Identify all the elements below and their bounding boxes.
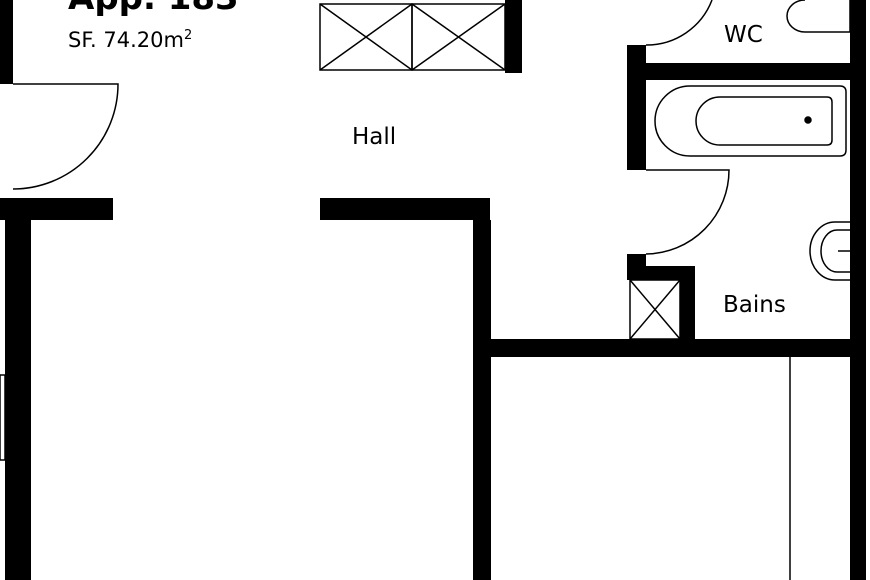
wall-bath-bottom: [491, 339, 865, 357]
wall-hall-right: [320, 198, 490, 220]
room-label-bains: Bains: [723, 292, 786, 318]
wall-left-room: [5, 220, 31, 580]
wall-right: [850, 0, 866, 580]
wall-shaft-top: [627, 266, 695, 280]
wall-wc-left: [627, 45, 646, 170]
door-wc: [645, 0, 713, 46]
shaft: [629, 279, 681, 340]
wall-wc-bath: [646, 63, 850, 80]
area-unit-sup: 2: [183, 28, 193, 43]
toilet: [786, 0, 851, 33]
sink: [809, 221, 850, 281]
wall-middle: [473, 220, 491, 580]
fixtures: [0, 0, 852, 580]
area-value: SF. 74.20m: [68, 28, 184, 52]
wall-shaft-right: [680, 266, 695, 340]
bathtub: [654, 85, 847, 157]
apartment-title: App. 183: [68, 0, 239, 18]
cabinet-right: [411, 3, 506, 71]
wall-hall-left: [0, 198, 113, 220]
wall-cabinet: [505, 0, 522, 73]
door-bath: [645, 169, 730, 255]
door-entrance: [12, 83, 119, 190]
wall-left-top: [0, 0, 13, 84]
surface-area: SF. 74.20m2: [68, 28, 192, 52]
room-label-wc: WC: [724, 22, 763, 48]
room-label-hall: Hall: [352, 124, 397, 150]
left-fixture: [0, 374, 6, 461]
